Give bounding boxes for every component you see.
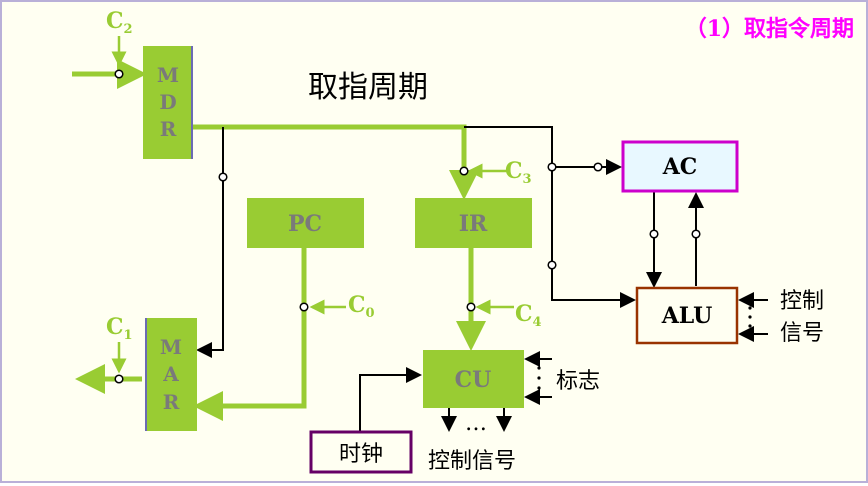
alu-block: ALU (635, 286, 739, 345)
svg-text:D: D (159, 90, 176, 114)
svg-text:AC: AC (662, 154, 698, 180)
svg-text:CU: CU (455, 367, 492, 393)
ac-block: AC (621, 140, 739, 193)
junction-c4 (466, 302, 476, 312)
control-point-labels: C2 C1 C0 C3 C4 (106, 8, 542, 343)
alu-control-label-2: 信号 (780, 321, 824, 346)
bus-to-branch-wire (464, 126, 636, 308)
svg-text:R: R (160, 117, 177, 141)
junction-alu-ac (691, 229, 701, 239)
svg-text:M: M (157, 63, 179, 87)
svg-text:IR: IR (459, 211, 488, 237)
junction-branch-lower (547, 260, 557, 270)
clock-block: 时钟 (309, 430, 413, 474)
cu-output-ellipsis: … (465, 411, 487, 436)
mdr-to-mar-wire (196, 127, 224, 358)
junction-c2 (114, 69, 124, 79)
svg-text:时钟: 时钟 (339, 442, 383, 467)
mdr-to-ir-bus (192, 124, 479, 200)
label-c4: C4 (515, 301, 542, 330)
label-c0: C0 (348, 292, 375, 321)
junction-mdr-mar (218, 172, 228, 182)
junction-branch-upper (547, 162, 557, 172)
junction-points (114, 69, 701, 384)
cu-control-label: 控制信号 (428, 449, 516, 474)
junction-c1 (114, 374, 124, 384)
control-signal-arrows (111, 36, 514, 374)
diagram-title: 取指周期 (308, 70, 428, 105)
mar-block: M A R (145, 318, 197, 431)
alu-control-ellipsis (748, 306, 752, 328)
label-c3: C3 (505, 158, 532, 187)
svg-text:A: A (162, 362, 179, 386)
mdr-block: M D R (143, 46, 193, 159)
svg-text:ALU: ALU (661, 303, 713, 329)
label-c1: C1 (106, 314, 133, 343)
black-wires (196, 126, 768, 432)
ir-block: IR (415, 198, 532, 248)
section-title: （1）取指令周期 (685, 16, 854, 42)
svg-text:M: M (160, 335, 182, 359)
label-c2: C2 (106, 8, 133, 37)
junction-ac-in (593, 162, 603, 172)
junction-c3 (459, 166, 469, 176)
junction-c0 (299, 302, 309, 312)
svg-text:PC: PC (288, 211, 322, 237)
pc-to-mar-bus (193, 248, 307, 421)
cu-block: CU (423, 350, 524, 408)
junction-ac-alu (649, 229, 659, 239)
clock-to-cu-wire (359, 367, 422, 432)
pc-block: PC (247, 198, 364, 248)
cu-flags-label: 标志 (556, 369, 600, 394)
cu-flag-ellipsis (537, 366, 541, 390)
alu-control-label-1: 控制 (780, 289, 824, 314)
svg-text:R: R (163, 390, 180, 414)
